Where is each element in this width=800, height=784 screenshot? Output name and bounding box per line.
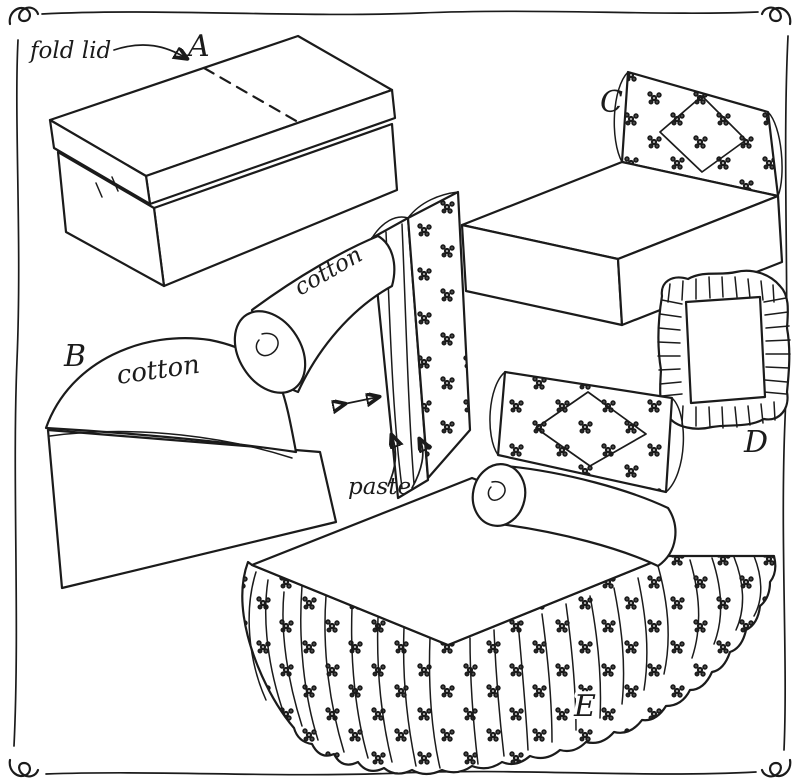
figure-c-bed-headboard: C	[460, 70, 784, 327]
headboard-e-diamond	[535, 391, 647, 467]
border-left	[13, 39, 20, 747]
step-c-letter: C	[600, 85, 623, 120]
pillow-center	[684, 295, 767, 405]
paste-arrow-1	[387, 436, 395, 487]
step-b-letter: B	[63, 339, 86, 374]
border-right	[782, 35, 789, 751]
headboard-c-diamond	[659, 95, 747, 173]
lid-notch-marks	[95, 176, 119, 198]
figure-b-padded-box: cotton cotton paste B	[44, 190, 472, 590]
cotton-roll-end	[233, 310, 307, 394]
corner-flourish-bottom-left	[8, 758, 40, 778]
step-d-letter: D	[743, 425, 768, 460]
bolster-roll-end	[471, 463, 527, 527]
corner-flourish-bottom-right	[760, 758, 792, 778]
cotton-pad-crease	[49, 430, 293, 459]
paste-arrow-2	[411, 440, 423, 489]
bed-skirt	[241, 554, 777, 776]
cotton-roll-spiral	[255, 332, 279, 357]
gap-double-arrow	[344, 397, 378, 404]
fabric-panel-top-folds	[371, 191, 459, 239]
bed-skirt-pleat-lines	[248, 555, 762, 769]
fold-line-dashed	[202, 66, 300, 124]
fabric-panel-print	[406, 190, 472, 480]
headboard-c-side-tabs	[613, 71, 783, 197]
paste-label: paste	[348, 474, 411, 500]
corner-flourish-top-left	[8, 6, 40, 26]
box-b-front	[46, 428, 338, 590]
figure-d-pillow: D	[657, 269, 791, 460]
figure-e-finished-bed: E	[241, 370, 777, 776]
pillow-gather-lines	[657, 276, 791, 429]
headboard-e-side-tabs	[489, 371, 685, 493]
step-e-letter: E	[573, 689, 596, 724]
corner-flourish-top-right	[760, 6, 792, 26]
fold-lid-arrow	[113, 44, 186, 58]
bolster-roll-body	[498, 464, 677, 568]
fold-lid-label: fold lid	[28, 38, 111, 64]
bed-c-front-face	[616, 194, 784, 327]
shoebox-body-side	[56, 150, 166, 288]
figure-a-shoebox: fold lid A	[28, 29, 399, 288]
shoebox-lid-side	[48, 118, 152, 206]
border-top	[41, 10, 759, 16]
bolster-roll-spiral	[487, 480, 506, 501]
step-a-letter: A	[185, 29, 210, 64]
